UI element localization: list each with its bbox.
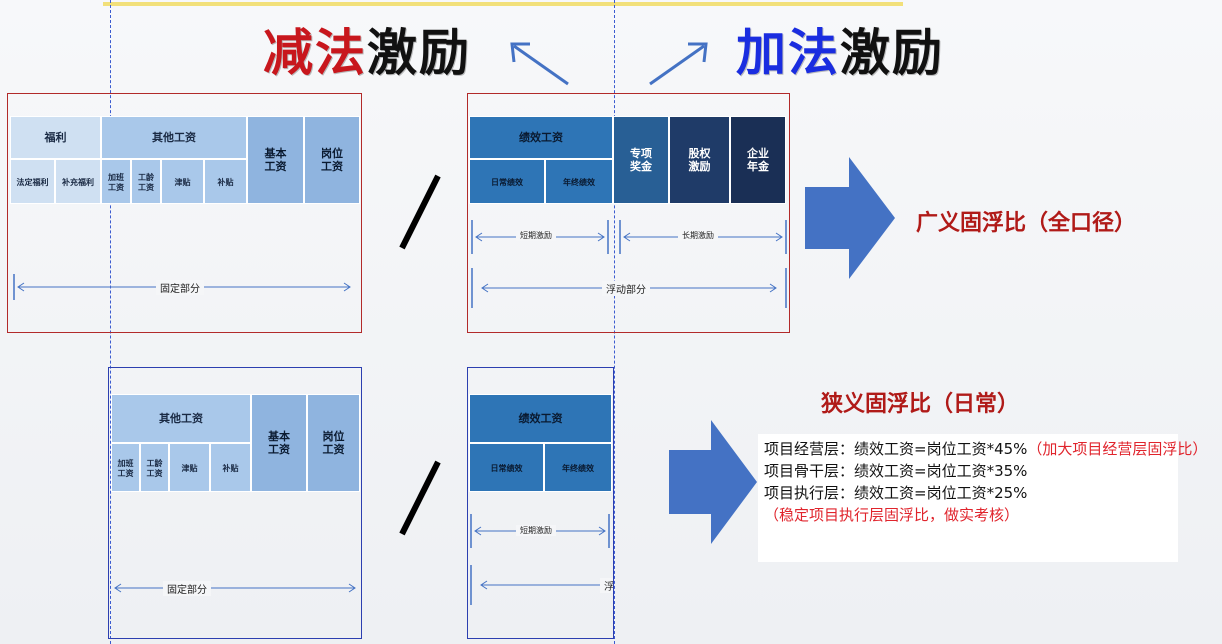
overtime-wage-cell: 加班 工资 (101, 159, 131, 204)
rule-backbone-layer: 项目骨干层：绩效工资=岗位工资*35% (764, 462, 1028, 480)
narrow-subsidy-cell: 补贴 (210, 443, 251, 492)
narrow-floating-label-cut: 浮 (600, 578, 613, 593)
annual-performance-cell: 年终绩效 (545, 159, 613, 204)
narrow-ratio-arrow-icon (669, 420, 757, 544)
rule-execution-note: （稳定项目执行层固浮比，做实考核） (764, 506, 1020, 524)
broad-floating-frame: 绩效工资 专项 奖金 股权 激励 企业 年金 日常绩效 年终绩效 短期激励 长期… (467, 93, 790, 333)
base-wage-cell: 基本 工资 (247, 116, 304, 204)
narrow-other-wage-header: 其他工资 (111, 394, 251, 443)
rule-execution-layer: 项目执行层：绩效工资=岗位工资*25% (764, 484, 1028, 502)
enterprise-annuity-cell: 企业 年金 (730, 116, 786, 204)
arrow-up-left-icon (510, 42, 569, 86)
narrow-fixed-arrow-icon (114, 583, 356, 593)
rule-management-text: 项目经营层：绩效工资=岗位工资*45% (764, 440, 1028, 458)
narrow-floating-frame: 绩效工资 日常绩效 年终绩效 短期激励 浮 (467, 367, 614, 639)
narrow-daily-performance-cell: 日常绩效 (469, 443, 544, 492)
add-incentive-title: 加法激励 (736, 28, 944, 78)
other-wage-header: 其他工资 (101, 116, 247, 159)
post-wage-cell: 岗位 工资 (304, 116, 360, 204)
supplementary-welfare-cell: 补充福利 (55, 159, 101, 204)
welfare-header: 福利 (10, 116, 101, 159)
narrow-fixed-frame: 其他工资 基本 工资 岗位 工资 加班 工资 工龄 工资 津贴 补贴 固定部分 (108, 367, 362, 639)
narrow-fixed-label: 固定部分 (163, 581, 211, 596)
allowance-cell: 津贴 (161, 159, 204, 204)
broad-fixed-frame: 福利 其他工资 基本 工资 岗位 工资 法定福利 补充福利 加班 工资 工龄 工… (7, 93, 362, 333)
add-title-black: 激励 (840, 24, 944, 82)
narrow-floating-arrow-icon (470, 565, 613, 605)
subsidy-cell: 补贴 (204, 159, 247, 204)
fixed-part-label: 固定部分 (156, 280, 204, 295)
narrow-annual-performance-cell: 年终绩效 (544, 443, 612, 492)
guide-line-right (614, 0, 615, 644)
division-slash-icon (399, 174, 441, 250)
narrow-allowance-cell: 津贴 (169, 443, 210, 492)
rule-management-layer: 项目经营层：绩效工资=岗位工资*45%（加大项目经营层固浮比） (764, 438, 1207, 460)
subtract-title-red: 减法 (263, 24, 367, 82)
broad-ratio-title: 广义固浮比（全口径） (916, 210, 1137, 236)
subtract-incentive-title: 减法激励 (263, 28, 471, 78)
narrow-post-wage-cell: 岗位 工资 (307, 394, 360, 492)
add-title-blue: 加法 (736, 24, 840, 82)
narrow-overtime-wage-cell: 加班 工资 (111, 443, 140, 492)
short-term-label: 短期激励 (516, 231, 556, 241)
floating-part-label: 浮动部分 (602, 281, 650, 296)
long-term-label: 长期激励 (678, 231, 718, 241)
rule-management-note: （加大项目经营层固浮比） (1027, 440, 1208, 458)
top-accent-line (103, 2, 903, 6)
broad-ratio-arrow-icon (805, 157, 895, 279)
narrow-short-term-label: 短期激励 (516, 525, 556, 536)
subtract-title-black: 激励 (367, 24, 471, 82)
statutory-welfare-cell: 法定福利 (10, 159, 55, 204)
narrow-seniority-wage-cell: 工龄 工资 (140, 443, 169, 492)
narrow-division-slash-icon (399, 460, 441, 536)
ratio-rules-box: 项目经营层：绩效工资=岗位工资*45%（加大项目经营层固浮比） 项目骨干层：绩效… (758, 434, 1207, 562)
special-bonus-cell: 专项 奖金 (613, 116, 669, 204)
narrow-ratio-title: 狭义固浮比（日常） (821, 391, 1020, 417)
narrow-performance-wage-header: 绩效工资 (469, 394, 612, 443)
guide-line-left (110, 0, 111, 644)
narrow-base-wage-cell: 基本 工资 (251, 394, 307, 492)
arrow-up-right-icon (649, 42, 708, 86)
daily-performance-cell: 日常绩效 (469, 159, 545, 204)
equity-incentive-cell: 股权 激励 (669, 116, 730, 204)
performance-wage-header: 绩效工资 (469, 116, 613, 159)
seniority-wage-cell: 工龄 工资 (131, 159, 161, 204)
